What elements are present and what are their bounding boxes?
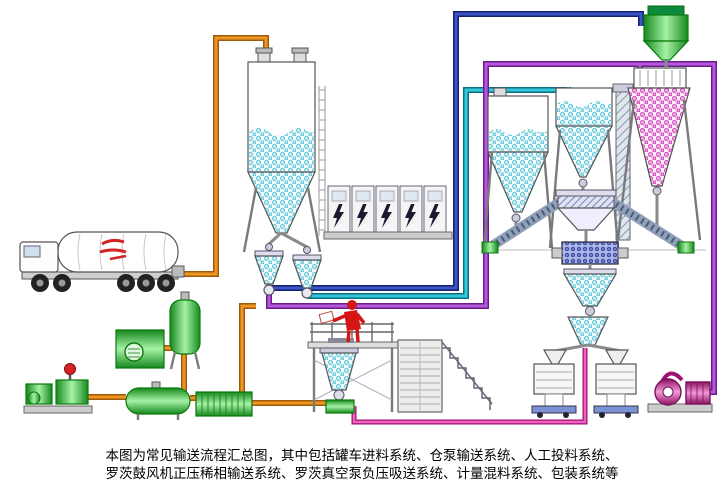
bag <box>606 393 626 407</box>
cyclone-separator <box>548 87 620 249</box>
caption: 本图为常见输送流程汇总图，其中包括罐车进料系统、仓泵输送系统、人工投料系统、 罗… <box>0 447 724 483</box>
roots-blower <box>23 363 93 414</box>
control-panel <box>327 185 351 233</box>
control-panel <box>375 185 399 233</box>
bin-pump-left <box>254 243 284 296</box>
control-panel <box>423 185 447 233</box>
bin-pump-right <box>292 246 322 299</box>
worker <box>318 300 366 343</box>
screw-conveyor-left <box>481 193 569 254</box>
truck-wheels <box>31 274 175 292</box>
tanker-truck <box>19 231 185 292</box>
pipe-blower-air-orange <box>88 303 326 406</box>
process-flow-diagram <box>19 5 717 425</box>
caption-line-2: 罗茨鼓风机正压稀相输送系统、罗茨真空泵负压吸送系统、计量混料系统、包装系统等 <box>105 466 619 481</box>
bag-filter-cyclone <box>616 67 702 241</box>
lightning-icon <box>381 204 392 228</box>
after-cooler <box>195 391 253 417</box>
packing-machine-left <box>531 349 577 418</box>
truck-cab-window <box>23 245 41 258</box>
storage-silo <box>482 87 554 249</box>
air-receiver-vertical <box>169 291 201 370</box>
air-compressor <box>115 329 165 369</box>
dust-collector-cyclone <box>642 5 690 69</box>
control-panels <box>323 185 453 240</box>
main-silo <box>242 47 326 253</box>
injector-pump <box>325 399 355 414</box>
truck-logo <box>99 238 127 261</box>
control-panel <box>351 185 375 233</box>
lightning-icon <box>333 204 344 228</box>
manual-feed-platform <box>307 300 493 414</box>
weigh-hopper <box>562 268 618 316</box>
mixer <box>555 189 617 242</box>
stairs <box>441 341 493 410</box>
packing-machine-right <box>593 349 639 418</box>
caption-line-1: 本图为常见输送流程汇总图，其中包括罐车进料系统、仓泵输送系统、人工投料系统、 <box>105 448 619 463</box>
feed-hopper <box>319 347 359 401</box>
feed-bag <box>318 310 335 324</box>
lightning-icon <box>357 204 368 228</box>
pipe-truck-unloading-orange <box>184 35 269 277</box>
control-panel <box>399 185 423 233</box>
air-receiver-horizontal <box>125 381 191 420</box>
lightning-icon <box>405 204 416 228</box>
drain-pot <box>27 391 41 405</box>
bag <box>544 393 564 407</box>
discharge-hopper <box>554 316 622 353</box>
lightning-icon <box>429 204 440 228</box>
screw-conveyor-right <box>603 193 695 254</box>
pipe-injection-magenta <box>351 348 588 425</box>
bin-pump-left-valve <box>263 284 275 296</box>
electrical-cabinet <box>397 339 443 413</box>
bin-pump-right-valve <box>301 287 313 299</box>
silo-ladder <box>318 86 326 236</box>
vacuum-pump <box>647 371 713 413</box>
inlet-filter <box>64 363 76 375</box>
vibrating-sieve <box>551 241 629 269</box>
